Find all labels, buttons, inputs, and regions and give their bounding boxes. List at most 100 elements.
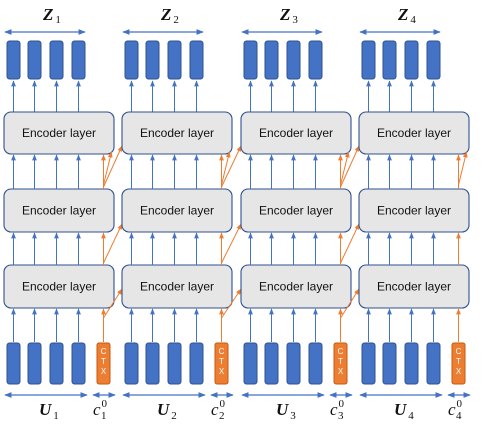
z-label-base: Z bbox=[42, 5, 53, 24]
input-token-1 bbox=[6, 342, 21, 385]
ctx-token-letter: T bbox=[219, 357, 224, 366]
encoder-layer-1-box bbox=[240, 264, 352, 309]
u-label-base: U bbox=[39, 400, 52, 419]
output-token-3 bbox=[167, 40, 182, 80]
output-token-1 bbox=[361, 40, 376, 80]
input-token-2 bbox=[27, 342, 42, 385]
ctx-token-letter: C bbox=[101, 347, 107, 356]
output-token-2 bbox=[145, 40, 160, 80]
input-token-3 bbox=[49, 342, 64, 385]
input-token-4 bbox=[308, 342, 323, 385]
c-label-superscript: 0 bbox=[102, 398, 108, 410]
z-label-subscript: 2 bbox=[173, 14, 179, 26]
c-label-subscript: 3 bbox=[338, 410, 344, 422]
input-token-2 bbox=[382, 342, 397, 385]
c-label-subscript: 2 bbox=[219, 410, 225, 422]
ctx-top-arrow bbox=[340, 151, 350, 186]
encoder-layer-2-label: Encoder layer bbox=[140, 204, 214, 218]
input-token-3 bbox=[286, 342, 301, 385]
c-label-superscript: 0 bbox=[339, 398, 345, 410]
u-label-base: U bbox=[276, 400, 289, 419]
encoder-layer-1-label: Encoder layer bbox=[259, 280, 333, 294]
encoder-layer-2-box bbox=[240, 188, 352, 233]
cross-segment-ctx-arrow bbox=[340, 145, 360, 188]
ctx-token-letter: X bbox=[456, 367, 462, 376]
encoder-layer-3-box bbox=[358, 111, 470, 155]
encoder-layer-1-label: Encoder layer bbox=[140, 280, 214, 294]
encoder-layer-3-box bbox=[121, 111, 233, 155]
output-token-2 bbox=[264, 40, 279, 80]
cross-segment-ctx-arrow bbox=[103, 145, 123, 188]
ctx-token-letter: C bbox=[338, 347, 344, 356]
input-token-1 bbox=[124, 342, 139, 385]
ctx-token bbox=[96, 342, 111, 385]
encoder-layer-1-box bbox=[3, 264, 115, 309]
u-label-subscript: 3 bbox=[290, 410, 296, 422]
cross-segment-ctx-arrow bbox=[103, 223, 123, 264]
output-token-3 bbox=[286, 40, 301, 80]
cross-segment-ctx-arrow bbox=[103, 288, 123, 319]
encoder-layer-2-label: Encoder layer bbox=[377, 204, 451, 218]
cross-segment-ctx-arrow bbox=[340, 288, 360, 319]
cross-segment-ctx-arrow bbox=[221, 223, 242, 264]
c-label-superscript: 0 bbox=[457, 398, 463, 410]
ctx-token bbox=[214, 342, 229, 385]
encoder-layer-2-label: Encoder layer bbox=[259, 204, 333, 218]
output-token-4 bbox=[426, 40, 441, 80]
ctx-top-arrow bbox=[458, 151, 468, 186]
ctx-top-arrow bbox=[103, 151, 113, 186]
output-token-2 bbox=[382, 40, 397, 80]
output-token-1 bbox=[243, 40, 258, 80]
c-label-base: c bbox=[448, 400, 456, 419]
ctx-token bbox=[333, 342, 348, 385]
encoder-layer-3-label: Encoder layer bbox=[377, 126, 451, 140]
input-token-1 bbox=[243, 342, 258, 385]
c-label-superscript: 0 bbox=[220, 398, 226, 410]
ctx-top-arrow bbox=[221, 151, 231, 186]
encoder-layer-2-box bbox=[3, 188, 115, 233]
output-token-4 bbox=[189, 40, 204, 80]
output-token-3 bbox=[49, 40, 64, 80]
encoder-layer-3-box bbox=[240, 111, 352, 155]
input-token-3 bbox=[404, 342, 419, 385]
ctx-token-letter: X bbox=[338, 367, 344, 376]
z-label-base: Z bbox=[397, 5, 408, 24]
encoder-layer-3-label: Encoder layer bbox=[22, 126, 96, 140]
u-label-subscript: 1 bbox=[53, 410, 59, 422]
u-label-base: U bbox=[157, 400, 170, 419]
encoder-layer-1-box bbox=[358, 264, 470, 309]
output-token-3 bbox=[404, 40, 419, 80]
ctx-token-letter: T bbox=[456, 357, 461, 366]
c-label-subscript: 4 bbox=[456, 410, 462, 422]
u-label-base: U bbox=[394, 400, 407, 419]
encoder-layer-3-label: Encoder layer bbox=[259, 126, 333, 140]
ctx-token-letter: T bbox=[338, 357, 343, 366]
output-token-1 bbox=[6, 40, 21, 80]
output-token-4 bbox=[308, 40, 323, 80]
input-token-4 bbox=[426, 342, 441, 385]
output-token-4 bbox=[71, 40, 86, 80]
encoder-layer-1-box bbox=[121, 264, 233, 309]
ctx-token-letter: C bbox=[219, 347, 225, 356]
encoder-layer-1-label: Encoder layer bbox=[22, 280, 96, 294]
encoder-layer-2-label: Encoder layer bbox=[22, 204, 96, 218]
ctx-token-letter: C bbox=[456, 347, 462, 356]
encoder-layer-3-box bbox=[3, 111, 115, 155]
c-label-base: c bbox=[330, 400, 338, 419]
z-label-subscript: 3 bbox=[292, 14, 298, 26]
c-label-base: c bbox=[93, 400, 101, 419]
z-label-base: Z bbox=[160, 5, 171, 24]
